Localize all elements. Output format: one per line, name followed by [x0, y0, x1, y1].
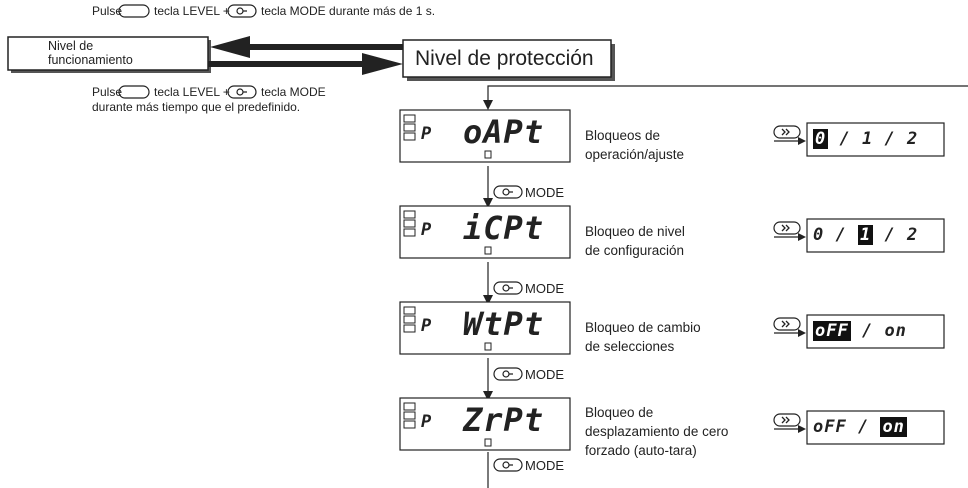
bottom-note-level: tecla LEVEL +: [154, 85, 230, 99]
display-prefix-2: P: [421, 220, 433, 240]
level-transition-arrows: [208, 36, 403, 75]
description-1-line1: Bloqueos de: [585, 128, 661, 143]
description-1: Bloqueos de operación/ajuste: [585, 126, 785, 164]
option-1: 1: [857, 225, 874, 245]
option-off: oFF: [813, 321, 851, 341]
mode-label-4: MODE: [525, 458, 564, 473]
description-4-line2: desplazamiento de cero: [585, 424, 729, 439]
return-loop: [483, 85, 968, 110]
rounded-key-icon: [118, 4, 150, 99]
display-prefix-3: P: [421, 316, 433, 336]
operation-level-box: [7, 36, 211, 73]
top-note-prefix: Pulse: [92, 4, 123, 18]
description-2-line1: Bloqueo de nivel: [585, 224, 685, 239]
description-3-line1: Bloqueo de cambio: [585, 320, 701, 335]
option-box-2: [806, 218, 945, 253]
display-panel-4: [399, 397, 571, 451]
display-code-4: ZrPt: [463, 401, 545, 439]
option-off: oFF: [813, 417, 847, 437]
option-box-1: [806, 122, 945, 157]
option-2: 2: [906, 225, 919, 245]
option-values-2: 0 / 1 / 2: [813, 225, 918, 245]
shift-key-arrows: [773, 125, 806, 433]
option-0: 0: [813, 129, 829, 149]
option-0: 0: [813, 225, 825, 245]
display-panel-1: [399, 109, 571, 163]
display-code-1: oAPt: [463, 113, 545, 151]
option-sep: /: [846, 417, 881, 437]
mode-label-3: MODE: [525, 367, 564, 382]
bottom-note-prefix: Pulse: [92, 85, 123, 99]
description-4: Bloqueo de desplazamiento de cero forzad…: [585, 403, 785, 460]
bottom-note-line2: durante más tiempo que el predefinido.: [92, 100, 301, 114]
display-code-3: WtPt: [463, 305, 545, 343]
top-note-mode: tecla MODE durante más de 1 s.: [261, 4, 436, 18]
description-3-line2: de selecciones: [585, 339, 675, 354]
protection-level-label: Nivel de protección: [415, 47, 594, 70]
operation-level-line2: funcionamiento: [48, 53, 133, 67]
option-on: on: [880, 417, 907, 437]
option-sep: /: [873, 225, 907, 245]
top-note-level: tecla LEVEL +: [154, 4, 230, 18]
option-sep: /: [873, 129, 907, 149]
display-prefix-4: P: [421, 412, 433, 432]
option-on: on: [884, 321, 907, 341]
description-2: Bloqueo de nivel de configuración: [585, 222, 785, 260]
option-sep: /: [850, 321, 885, 341]
display-prefix-1: P: [421, 124, 433, 144]
option-values-1: 0 / 1 / 2: [813, 129, 918, 149]
description-2-line2: de configuración: [585, 243, 685, 258]
mode-label-2: MODE: [525, 281, 564, 296]
protection-level-box: [402, 39, 615, 81]
option-values-3: oFF / on: [813, 321, 907, 341]
mode-key-icon-notes: [227, 4, 257, 99]
option-box-4: [806, 410, 945, 445]
mode-label-1: MODE: [525, 185, 564, 200]
description-1-line2: operación/ajuste: [585, 147, 685, 162]
option-sep: /: [824, 225, 858, 245]
display-panel-2: [399, 205, 571, 259]
option-sep: /: [828, 129, 862, 149]
description-4-line1: Bloqueo de: [585, 405, 654, 420]
bottom-note-mode: tecla MODE: [261, 85, 326, 99]
option-2: 2: [906, 129, 919, 149]
description-4-line3: forzado (auto-tara): [585, 443, 697, 458]
flow-connectors: [483, 166, 493, 488]
option-values-4: oFF / on: [813, 417, 907, 437]
mode-key-icon: [493, 185, 523, 472]
operation-level-line1: Nivel de: [48, 39, 94, 53]
display-code-2: iCPt: [463, 209, 545, 247]
option-1: 1: [861, 129, 874, 149]
description-3: Bloqueo de cambio de selecciones: [585, 318, 785, 356]
display-panel-3: [399, 301, 571, 355]
shift-key-icon: [781, 128, 790, 424]
